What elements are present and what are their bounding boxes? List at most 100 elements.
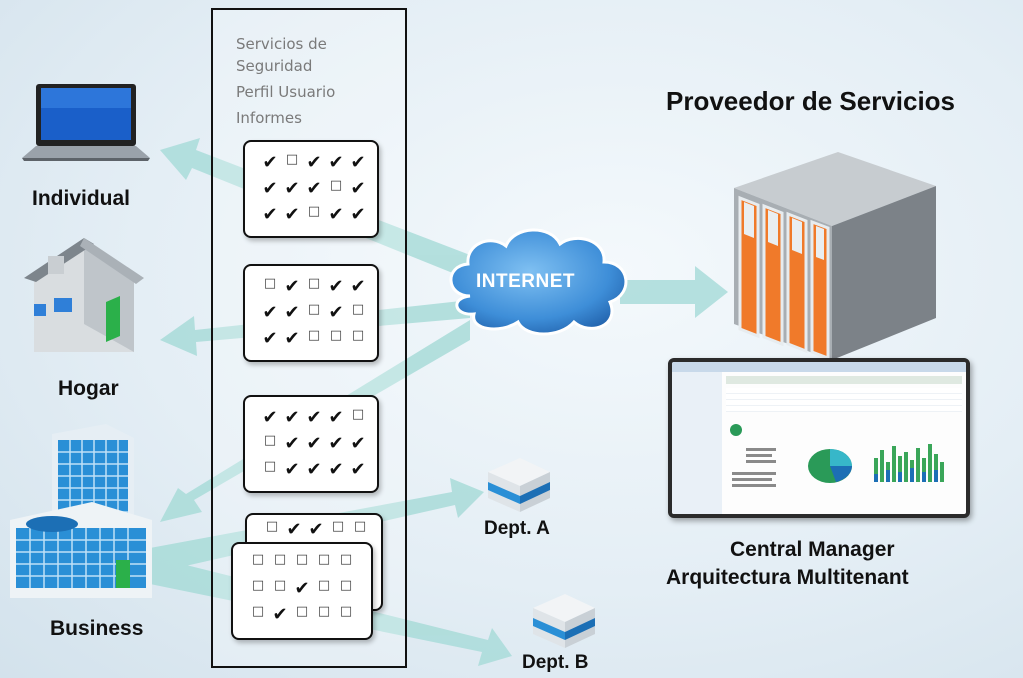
- empty-box-icon: □: [329, 178, 343, 193]
- empty-box-icon: □: [307, 302, 321, 317]
- checked-box-icon: ✔: [286, 519, 302, 540]
- cloud-icon: [449, 228, 628, 336]
- checked-box-icon: ✔: [306, 178, 322, 199]
- checked-box-icon: ✔: [284, 407, 300, 428]
- empty-box-icon: □: [307, 328, 321, 343]
- checked-box-icon: ✔: [262, 178, 278, 199]
- dashboard-charts: [730, 424, 944, 487]
- label-dept-a: Dept. A: [484, 518, 550, 539]
- empty-box-icon: □: [339, 552, 353, 567]
- label-business: Business: [50, 617, 144, 640]
- department-a-icon: [488, 458, 550, 512]
- checked-box-icon: ✔: [306, 407, 322, 428]
- checked-box-icon: ✔: [262, 328, 278, 349]
- empty-box-icon: □: [263, 433, 277, 448]
- empty-box-icon: □: [265, 519, 279, 534]
- server-rack-icon: [734, 152, 936, 361]
- panel-line-2: Seguridad: [236, 57, 313, 75]
- dashboard-toolbar: [726, 376, 962, 384]
- empty-box-icon: □: [251, 552, 265, 567]
- empty-box-icon: □: [351, 302, 365, 317]
- empty-box-icon: □: [307, 204, 321, 219]
- checked-box-icon: ✔: [350, 178, 366, 199]
- checked-box-icon: ✔: [308, 519, 324, 540]
- internet-label: INTERNET: [476, 271, 575, 292]
- checked-box-icon: ✔: [272, 604, 288, 625]
- checked-box-icon: ✔: [262, 407, 278, 428]
- checked-box-icon: ✔: [262, 302, 278, 323]
- empty-box-icon: □: [307, 276, 321, 291]
- checked-box-icon: ✔: [284, 204, 300, 225]
- checked-box-icon: ✔: [262, 204, 278, 225]
- checked-box-icon: ✔: [328, 459, 344, 480]
- checked-box-icon: ✔: [294, 578, 310, 599]
- label-individual: Individual: [32, 187, 131, 210]
- empty-box-icon: □: [331, 519, 345, 534]
- checkbox-grid: □ □ □ □ □ □ □ ✔ □ □ □ ✔ □ □ □: [247, 552, 357, 630]
- checked-box-icon: ✔: [350, 204, 366, 225]
- department-b-icon: [533, 594, 595, 648]
- empty-box-icon: □: [339, 604, 353, 619]
- checklist-card-hogar: □✔□✔✔✔✔□✔□✔✔□□□: [243, 264, 379, 362]
- checked-box-icon: ✔: [284, 459, 300, 480]
- empty-box-icon: □: [263, 459, 277, 474]
- empty-box-icon: □: [317, 604, 331, 619]
- checklist-card-business: ✔ ✔ ✔ ✔ □ □ ✔ ✔ ✔ ✔ □ ✔ ✔ ✔ ✔: [243, 395, 379, 493]
- panel-line-4: Informes: [236, 109, 302, 127]
- checked-box-icon: ✔: [306, 459, 322, 480]
- label-dept-b: Dept. B: [522, 652, 589, 673]
- checked-box-icon: ✔: [328, 302, 344, 323]
- checkbox-grid: □✔□✔✔✔✔□✔□✔✔□□□: [259, 276, 369, 354]
- panel-line-3: Perfil Usuario: [236, 83, 336, 101]
- checked-box-icon: ✔: [284, 433, 300, 454]
- checked-box-icon: ✔: [284, 276, 300, 297]
- panel-line-1: Servicios de: [236, 35, 327, 53]
- laptop-icon: [22, 84, 150, 161]
- empty-box-icon: □: [251, 578, 265, 593]
- checklist-card-individual: ✔ □ ✔ ✔ ✔ ✔ ✔ ✔ □ ✔ ✔ ✔ □ ✔ ✔: [243, 140, 379, 238]
- checked-box-icon: ✔: [306, 152, 322, 173]
- checked-box-icon: ✔: [284, 302, 300, 323]
- arrow-to-provider: [620, 266, 728, 318]
- checked-box-icon: ✔: [328, 433, 344, 454]
- checkbox-grid: □ ✔ ✔ □ □: [261, 519, 371, 545]
- house-icon: [24, 238, 144, 352]
- label-multitenant: Arquitectura Multitenant: [666, 566, 909, 589]
- checked-box-icon: ✔: [262, 152, 278, 173]
- checked-box-icon: ✔: [328, 276, 344, 297]
- empty-box-icon: □: [317, 552, 331, 567]
- checkbox-grid: ✔ □ ✔ ✔ ✔ ✔ ✔ ✔ □ ✔ ✔ ✔ □ ✔ ✔: [259, 152, 369, 230]
- dashboard-tabbar: [672, 362, 966, 372]
- office-building-icon: [10, 424, 152, 598]
- checked-box-icon: ✔: [350, 459, 366, 480]
- checked-box-icon: ✔: [350, 276, 366, 297]
- checked-box-icon: ✔: [328, 152, 344, 173]
- checkbox-grid: ✔ ✔ ✔ ✔ □ □ ✔ ✔ ✔ ✔ □ ✔ ✔ ✔ ✔: [259, 407, 369, 485]
- empty-box-icon: □: [263, 276, 277, 291]
- provider-title: Proveedor de Servicios: [666, 86, 956, 116]
- empty-box-icon: □: [353, 519, 367, 534]
- dashboard-screen-icon: [668, 358, 970, 518]
- empty-box-icon: □: [285, 152, 299, 167]
- checked-box-icon: ✔: [328, 204, 344, 225]
- label-hogar: Hogar: [58, 377, 119, 400]
- empty-box-icon: □: [351, 407, 365, 422]
- empty-box-icon: □: [273, 578, 287, 593]
- checked-box-icon: ✔: [350, 152, 366, 173]
- dashboard-table: [726, 388, 962, 412]
- empty-box-icon: □: [351, 328, 365, 343]
- checked-box-icon: ✔: [306, 433, 322, 454]
- checked-box-icon: ✔: [284, 178, 300, 199]
- checked-box-icon: ✔: [328, 407, 344, 428]
- empty-box-icon: □: [295, 552, 309, 567]
- empty-box-icon: □: [273, 552, 287, 567]
- empty-box-icon: □: [329, 328, 343, 343]
- label-central-manager: Central Manager: [730, 538, 895, 561]
- checklist-card-dept-b: □ □ □ □ □ □ □ ✔ □ □ □ ✔ □ □ □: [231, 542, 373, 640]
- empty-box-icon: □: [317, 578, 331, 593]
- checked-box-icon: ✔: [350, 433, 366, 454]
- empty-box-icon: □: [295, 604, 309, 619]
- empty-box-icon: □: [339, 578, 353, 593]
- dashboard-sidebar: [672, 372, 722, 514]
- empty-box-icon: □: [251, 604, 265, 619]
